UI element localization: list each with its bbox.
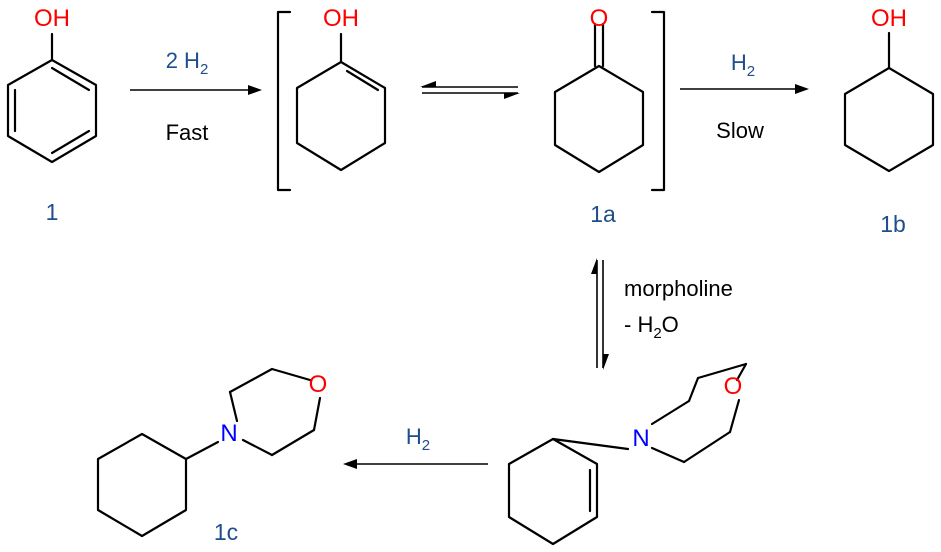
cyclohexylmorpholine-structure: N O <box>96 367 328 538</box>
cyclohexanol-hydroxyl-label: OH <box>871 5 907 32</box>
compound-label-product: 1c <box>214 519 238 545</box>
arrow-step1-reagent: 2 H2 <box>166 48 209 78</box>
equilibrium-arrow-horizontal <box>420 81 520 99</box>
compound-label-cyclohexanone: 1a <box>590 201 616 227</box>
enamine-oxygen-label: O <box>724 373 743 400</box>
product-oxygen-label: O <box>309 371 328 398</box>
arrow-step1 <box>130 85 262 95</box>
enamine-nitrogen-label: N <box>632 425 649 452</box>
enol-hydroxyl-label: OH <box>323 5 359 32</box>
enol-structure: OH <box>295 5 387 172</box>
phenol-structure: OH <box>6 5 98 164</box>
compound-label-cyclohexanol: 1b <box>880 211 906 237</box>
arrow-step1-condition: Fast <box>166 120 209 145</box>
ketone-oxygen-label: O <box>590 5 609 32</box>
equilibrium-arrow-vertical <box>591 258 609 370</box>
product-nitrogen-label: N <box>220 420 237 447</box>
cyclohexanone-structure: O <box>553 5 645 174</box>
arrow-step2-condition: Slow <box>716 118 764 143</box>
phenol-hydroxyl-label: OH <box>34 5 70 32</box>
arrow-step2 <box>680 84 809 94</box>
morpholine-label: morpholine <box>624 276 733 301</box>
compound-label-phenol: 1 <box>46 199 59 225</box>
cyclohexanol-structure: OH <box>843 5 935 173</box>
arrow-step4-reagent: H2 <box>406 424 430 454</box>
arrow-step2-reagent: H2 <box>731 50 755 80</box>
water-loss-label: - H2O <box>624 312 679 342</box>
arrow-step4 <box>343 459 488 469</box>
enamine-structure: N O <box>507 362 748 546</box>
bracket-left <box>276 10 292 192</box>
bracket-right <box>650 10 666 192</box>
